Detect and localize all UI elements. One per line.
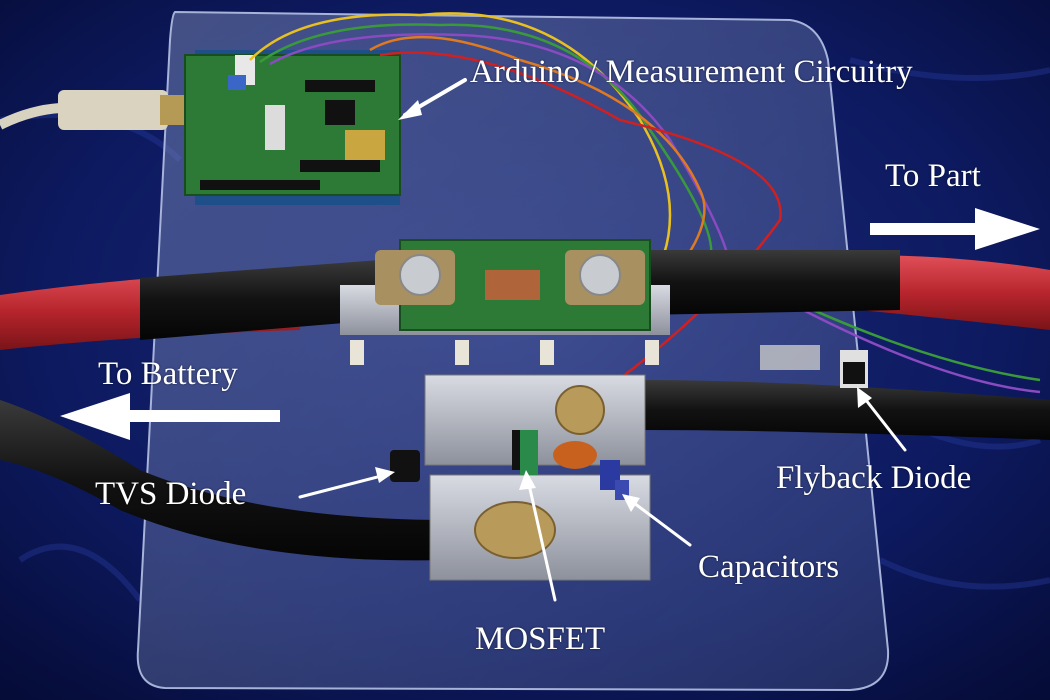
black-cable-lower-right	[640, 380, 1050, 440]
mosfet-label: MOSFET	[475, 621, 606, 657]
to-battery-label: To Battery	[98, 356, 238, 392]
mosfet-assembly	[390, 345, 868, 581]
to-battery-arrow-head	[60, 393, 130, 440]
arduino-label: Arduino / Measurement Circuitry	[470, 54, 913, 90]
arduino-arrow-head	[398, 100, 422, 120]
annotation-arrows	[60, 78, 1040, 602]
tvs-diode-label: TVS Diode	[95, 476, 247, 512]
mosfet-arrow-head	[519, 470, 536, 490]
heatshrink-left	[140, 260, 380, 340]
flyback-diode-label: Flyback Diode	[776, 460, 972, 496]
to-part-label: To Part	[885, 158, 981, 194]
heatshrink-right	[640, 250, 900, 315]
to-battery-arrow-shaft	[120, 410, 280, 422]
tvs-diode-arrow-head	[375, 467, 395, 483]
capacitors-label: Capacitors	[698, 549, 840, 585]
black-cable-lower-left	[0, 400, 450, 561]
to-part-arrow-head	[975, 208, 1040, 250]
flyback-diode-arrow	[860, 393, 907, 452]
current-shunt	[340, 239, 670, 365]
capacitors-arrow	[628, 498, 692, 547]
usb-cable	[0, 90, 185, 130]
tvs-diode-arrow	[298, 473, 387, 499]
sense-wires	[249, 12, 1041, 461]
mosfet-arrow	[526, 478, 557, 602]
to-part-arrow-shaft	[870, 223, 980, 235]
arduino-board	[184, 50, 401, 205]
capacitors-arrow-head	[622, 494, 640, 512]
red-cable-right	[860, 255, 1050, 330]
flyback-diode-arrow-head	[857, 387, 872, 408]
